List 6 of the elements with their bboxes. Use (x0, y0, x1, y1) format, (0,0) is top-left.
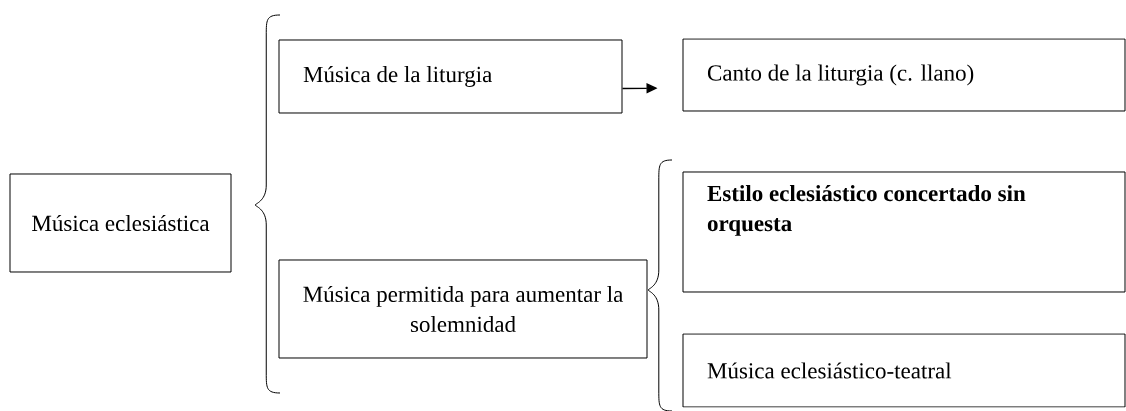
text-box: Canto de la liturgia (c. llano) (682, 38, 1126, 112)
text-box: Estilo eclesiástico concertado sin orquesta (682, 171, 1126, 293)
text-box: Música eclesiástico-teatral (682, 333, 1126, 408)
text-box: Música eclesiástica (9, 173, 232, 273)
text-box: Música de la liturgia (278, 39, 623, 114)
text-box: Música permitida para aumentar la solemnidad (278, 259, 648, 359)
